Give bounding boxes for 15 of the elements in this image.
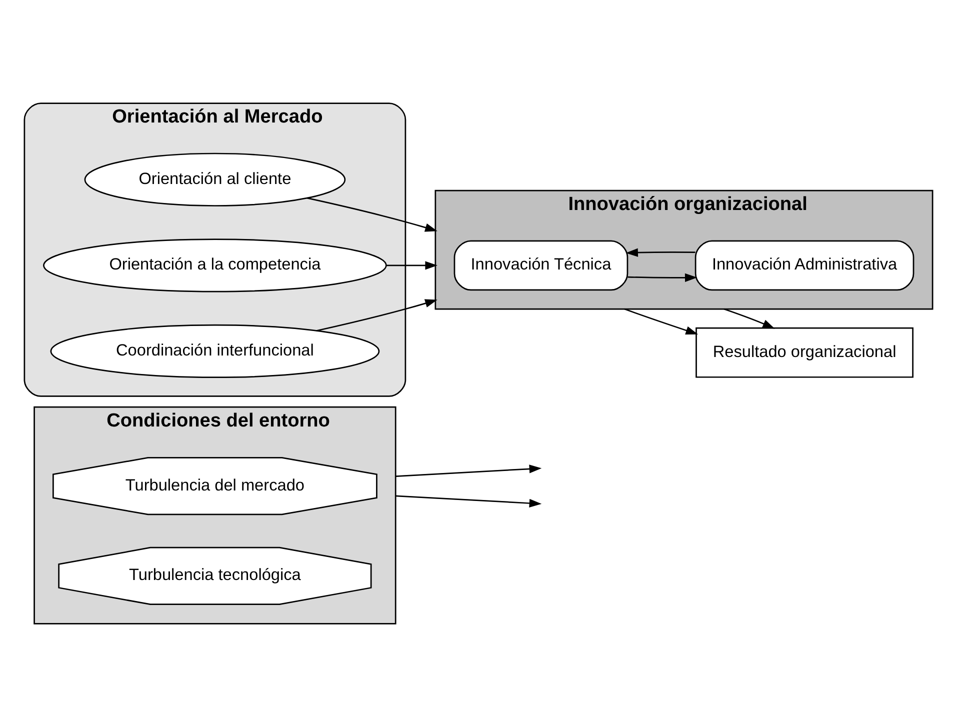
node-box: Innovación Técnica bbox=[454, 240, 628, 290]
arrow bbox=[628, 272, 698, 282]
arrow bbox=[307, 196, 438, 232]
arrow bbox=[386, 260, 438, 270]
node-ellipse: Orientación a la competencia bbox=[43, 238, 387, 292]
arrow bbox=[626, 248, 696, 256]
node-ellipse: Orientación al cliente bbox=[84, 152, 346, 206]
node-box: Innovación Administrativa bbox=[694, 240, 914, 290]
arrow bbox=[396, 464, 542, 476]
arrow bbox=[316, 298, 438, 331]
arrow bbox=[624, 308, 698, 334]
node-box: Resultado organizacional bbox=[696, 326, 914, 378]
arrow bbox=[396, 494, 542, 508]
node-ellipse: Coordinación interfuncional bbox=[50, 324, 380, 378]
arrow bbox=[724, 308, 775, 328]
